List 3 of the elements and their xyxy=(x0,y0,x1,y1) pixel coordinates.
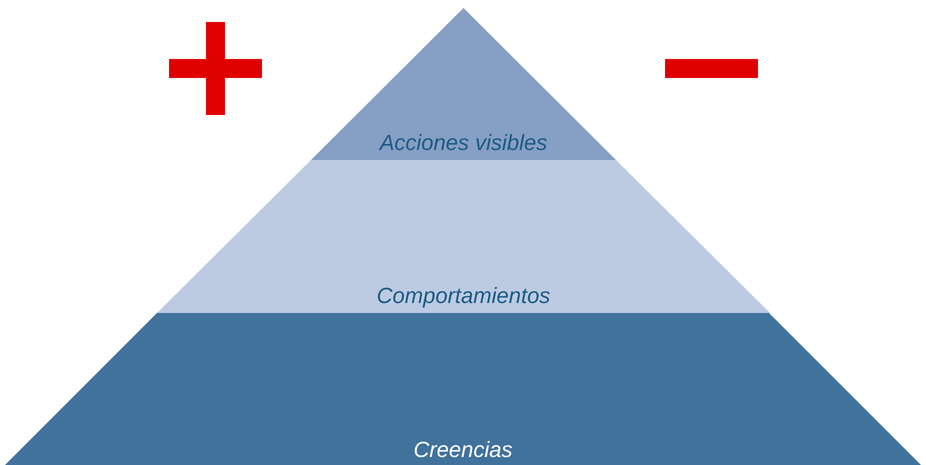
tier-label: Comportamientos xyxy=(376,283,550,309)
tier-label: Creencias xyxy=(413,437,513,463)
tier-label: Acciones visibles xyxy=(380,130,548,156)
